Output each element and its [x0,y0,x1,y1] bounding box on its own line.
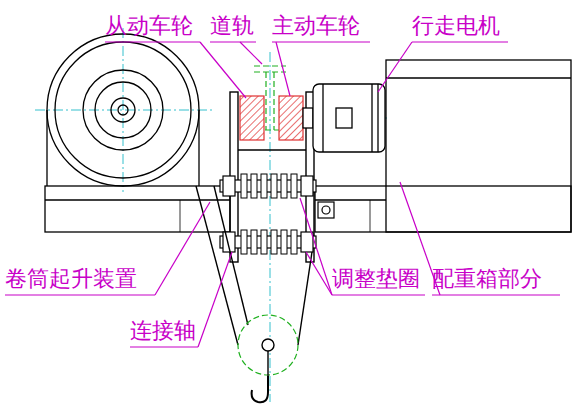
part-label: 配重箱部分 [432,266,542,292]
center-lines [35,28,390,402]
washer [251,174,257,198]
bracket [318,202,334,218]
adjusting-washers [241,174,297,254]
counterweight-box [386,60,571,232]
connecting-shafts [220,176,316,252]
part-label: 卷筒起升装置 [5,266,137,292]
side-plates [230,92,314,262]
washer [271,230,277,254]
washer [281,230,287,254]
part-label: 从动车轮 [105,13,193,39]
rope [196,186,312,345]
washer [291,174,297,198]
washer [261,174,267,198]
drum-unit [47,34,199,186]
washer [261,230,267,254]
driven-wheel [240,96,264,140]
leader-lines [5,42,560,347]
washer [291,230,297,254]
part-label: 主动车轮 [272,13,360,39]
part-label: 连接轴 [130,318,196,344]
driving-wheel [279,96,303,140]
part-label: 行走电机 [412,13,500,39]
part-label: 调整垫圈 [332,266,420,292]
washer [271,174,277,198]
hook-block [238,315,298,402]
travel-motor [303,84,385,152]
washer [241,174,247,198]
washer [251,230,257,254]
part-label: 道轨 [210,13,254,39]
washer [241,230,247,254]
washer [281,174,287,198]
